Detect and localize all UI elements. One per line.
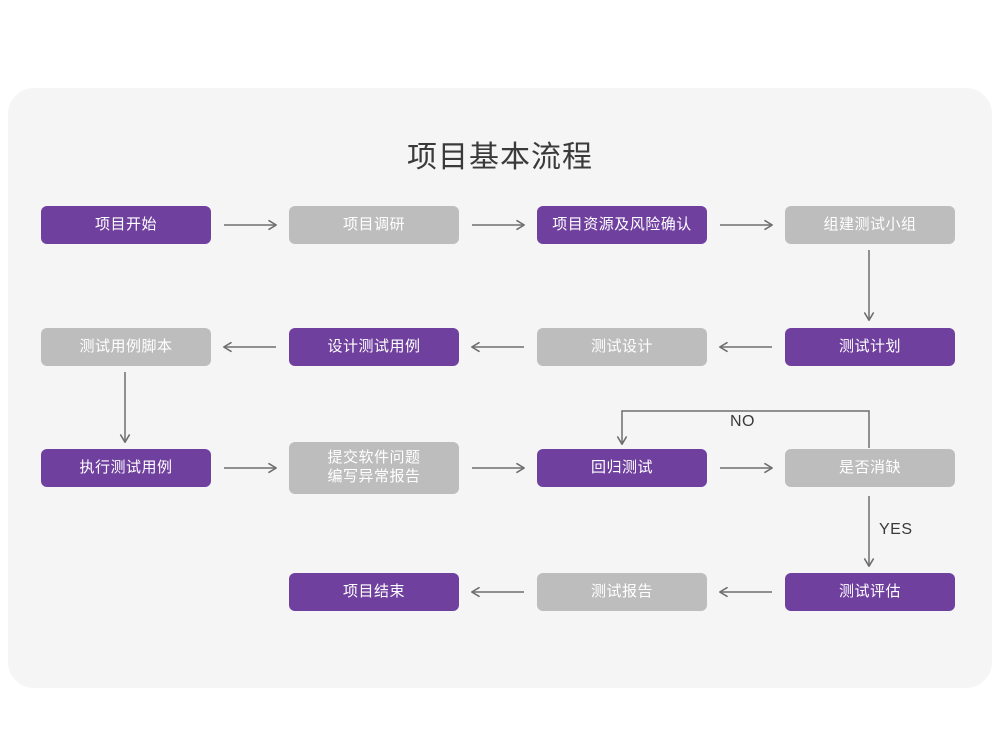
node-test-plan[interactable]: 测试计划 — [785, 328, 955, 366]
edge-label-no: NO — [730, 413, 755, 430]
node-regression-test[interactable]: 回归测试 — [537, 449, 707, 487]
node-project-start[interactable]: 项目开始 — [41, 206, 211, 244]
node-test-report[interactable]: 测试报告 — [537, 573, 707, 611]
node-label-line2: 编写异常报告 — [327, 468, 421, 485]
node-submit-defect-report[interactable]: 提交软件问题 编写异常报告 — [289, 442, 459, 494]
node-resource-risk-confirm[interactable]: 项目资源及风险确认 — [537, 206, 707, 244]
node-test-evaluation[interactable]: 测试评估 — [785, 573, 955, 611]
node-testcase-script[interactable]: 测试用例脚本 — [41, 328, 211, 366]
node-label: 测试计划 — [838, 337, 901, 355]
node-form-test-team[interactable]: 组建测试小组 — [785, 206, 955, 244]
node-label: 测试设计 — [590, 337, 653, 355]
node-label: 项目资源及风险确认 — [552, 215, 692, 233]
node-defect-cleared[interactable]: 是否消缺 — [785, 449, 955, 487]
node-label: 项目开始 — [94, 215, 157, 233]
node-label: 设计测试用例 — [327, 337, 421, 355]
node-project-research[interactable]: 项目调研 — [289, 206, 459, 244]
node-label: 项目调研 — [342, 215, 405, 233]
node-test-design[interactable]: 测试设计 — [537, 328, 707, 366]
node-label: 回归测试 — [590, 458, 653, 476]
node-execute-testcase[interactable]: 执行测试用例 — [41, 449, 211, 487]
edge-label-yes: YES — [879, 521, 913, 538]
node-label: 是否消缺 — [838, 458, 901, 476]
node-label: 测试报告 — [590, 582, 653, 600]
node-label: 测试评估 — [838, 582, 901, 600]
node-label-line1: 提交软件问题 — [327, 449, 421, 467]
node-design-testcase[interactable]: 设计测试用例 — [289, 328, 459, 366]
node-label: 项目结束 — [342, 582, 405, 600]
page-title: 项目基本流程 — [407, 141, 593, 174]
node-label: 执行测试用例 — [79, 458, 173, 476]
node-label: 组建测试小组 — [823, 215, 917, 233]
node-project-end[interactable]: 项目结束 — [289, 573, 459, 611]
node-label: 测试用例脚本 — [79, 337, 173, 355]
